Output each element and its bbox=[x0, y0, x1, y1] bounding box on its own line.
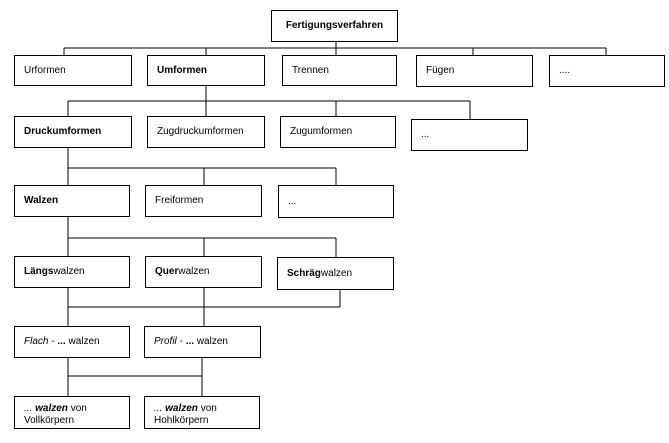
node-laengswalzen: Längswalzen bbox=[14, 256, 130, 288]
node-more-level3: ... bbox=[278, 185, 394, 218]
node-label: Längswalzen bbox=[24, 266, 85, 278]
node-label-object: Vollkörpern bbox=[24, 415, 75, 426]
node-label: Urformen bbox=[24, 64, 66, 76]
node-zugdruckumformen: Zugdruckumformen bbox=[147, 116, 265, 148]
node-label-dots: ... bbox=[57, 336, 66, 347]
node-fuegen: Fügen bbox=[416, 55, 533, 87]
node-schraegwalzen: Schrägwalzen bbox=[277, 257, 394, 290]
node-label: Walzen bbox=[24, 195, 59, 206]
node-label: Zugumformen bbox=[290, 126, 353, 137]
node-label: Querwalzen bbox=[155, 266, 209, 278]
node-label: ... bbox=[421, 129, 430, 140]
node-label-prefix: Profil - bbox=[154, 336, 183, 347]
node-trennen: Trennen bbox=[282, 55, 397, 86]
node-more-level1: .... bbox=[549, 55, 665, 87]
node-label-suffix: walzen bbox=[320, 267, 353, 279]
node-querwalzen: Querwalzen bbox=[145, 256, 262, 288]
node-druckumformen: Druckumformen bbox=[14, 116, 132, 148]
node-label: ... bbox=[288, 195, 297, 207]
node-zugumformen: Zugumformen bbox=[280, 116, 396, 148]
node-umformen: Umformen bbox=[147, 55, 265, 86]
node-label-prefix: Quer bbox=[155, 266, 179, 277]
node-label: Umformen bbox=[157, 64, 208, 76]
node-walzen: Walzen bbox=[14, 185, 130, 217]
node-freiformen: Freiformen bbox=[145, 185, 262, 217]
node-label-von: von bbox=[200, 403, 217, 414]
node-label-prefix: Schräg bbox=[287, 267, 321, 279]
node-label-suffix: walzen bbox=[68, 336, 100, 347]
node-label: Profil - ... walzen bbox=[154, 336, 228, 348]
node-label-dots: ... bbox=[154, 403, 163, 414]
node-label: Zugdruckumformen bbox=[157, 126, 244, 137]
node-profilwalzen: Profil - ... walzen bbox=[144, 326, 261, 358]
node-label: Flach - ... walzen bbox=[24, 336, 100, 348]
node-label-prefix: Längs bbox=[24, 266, 54, 277]
node-label-prefix: Flach - bbox=[24, 336, 55, 347]
node-label-dots: ... bbox=[185, 336, 195, 347]
node-label-object: Hohlkörpern bbox=[154, 415, 209, 426]
node-label: Fügen bbox=[426, 65, 455, 76]
node-flachwalzen: Flach - ... walzen bbox=[14, 326, 130, 358]
node-label-suffix: walzen bbox=[178, 266, 210, 277]
node-label-dots: ... bbox=[24, 403, 33, 414]
node-label-walzen: walzen bbox=[165, 403, 198, 414]
node-label: Freiformen bbox=[155, 195, 204, 206]
node-label: Fertigungsverfahren bbox=[285, 20, 384, 31]
node-fertigungsverfahren: Fertigungsverfahren bbox=[271, 10, 398, 42]
node-urformen: Urformen bbox=[14, 55, 132, 86]
node-label: Schrägwalzen bbox=[287, 268, 352, 280]
node-label-von: von bbox=[70, 403, 87, 414]
node-label-suffix: walzen bbox=[53, 266, 85, 277]
node-label-walzen: walzen bbox=[35, 403, 68, 414]
node-more-level2: ... bbox=[411, 119, 528, 151]
node-label: Trennen bbox=[292, 64, 329, 76]
node-label-suffix: walzen bbox=[196, 336, 228, 347]
node-label: .... bbox=[559, 65, 571, 76]
node-label: Druckumformen bbox=[24, 126, 102, 137]
